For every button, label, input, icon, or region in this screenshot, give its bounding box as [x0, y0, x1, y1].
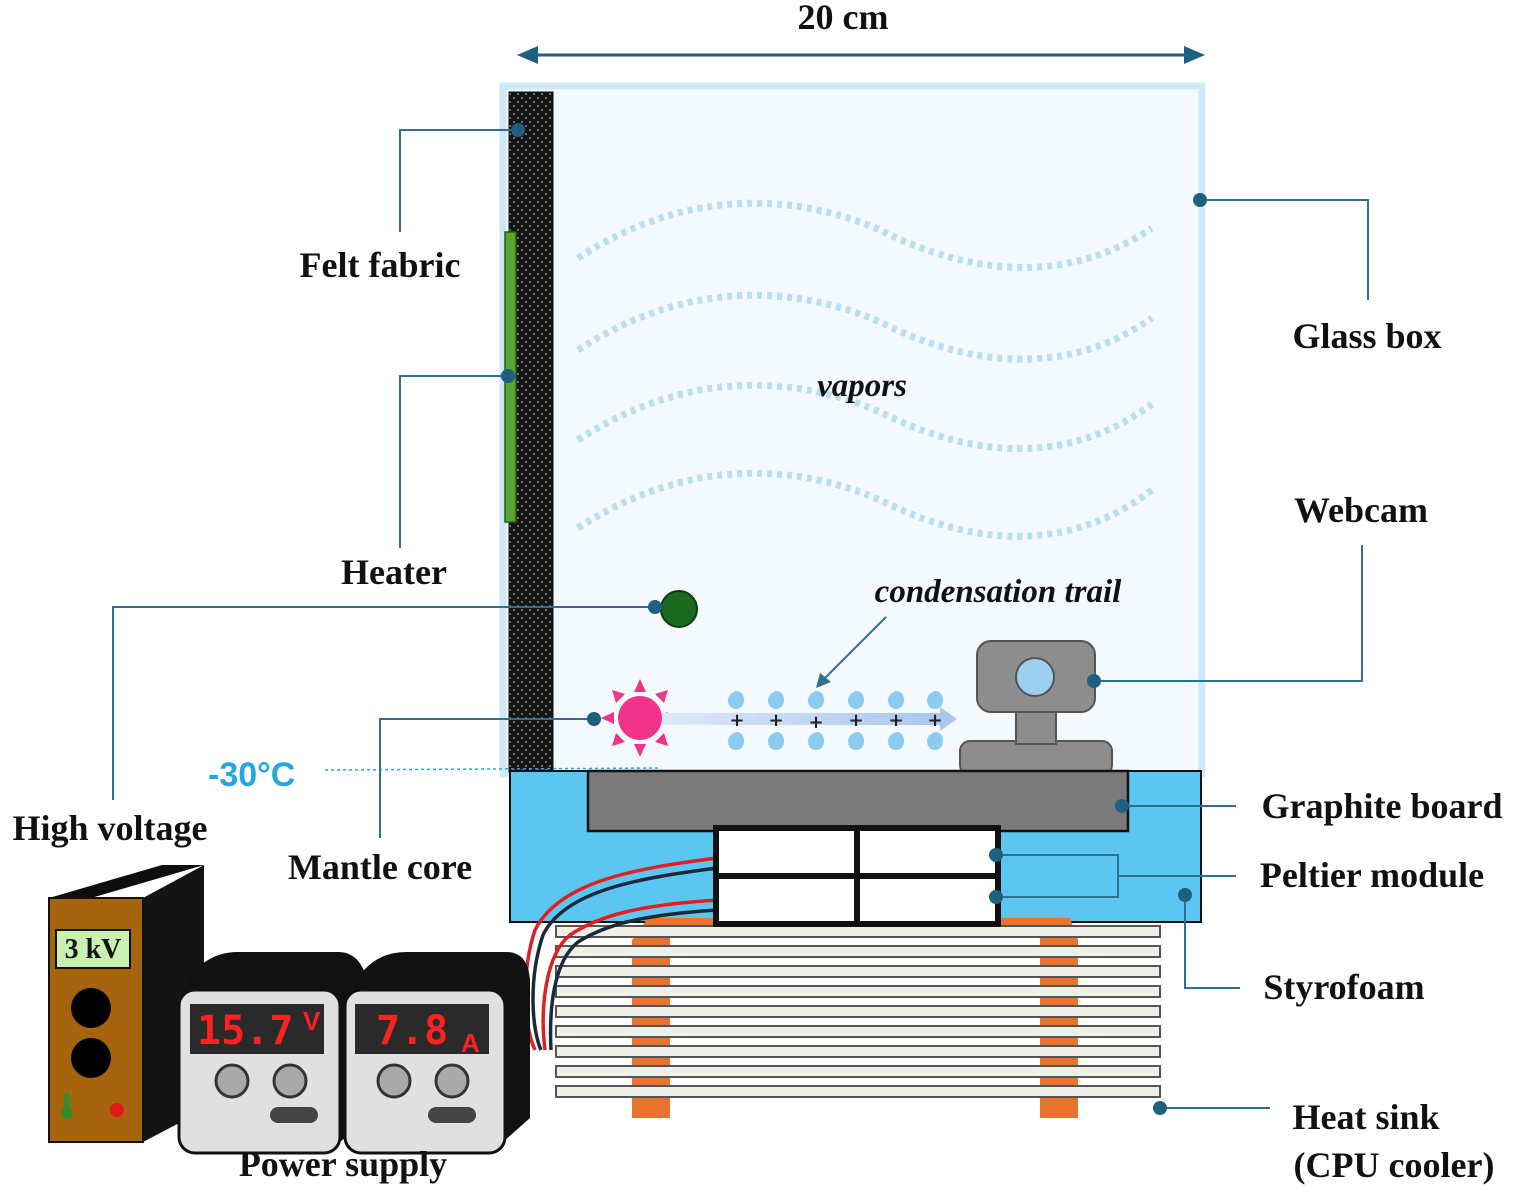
vapors-label: vapors	[817, 368, 907, 404]
glass-box	[499, 82, 1206, 778]
mantle-core-label: Mantle core	[288, 847, 472, 887]
hv-knob-bottom[interactable]	[71, 1038, 111, 1078]
hv-knob-top[interactable]	[71, 988, 111, 1028]
current-knob-left[interactable]	[376, 1063, 412, 1099]
width-dimension: 20 cm	[517, 0, 1205, 64]
power-supply-voltage: 15.7 V	[177, 952, 368, 1155]
temperature-label: -30°C	[208, 756, 295, 794]
condensation-trail: + + + + + +	[662, 691, 957, 750]
svg-text:+: +	[729, 710, 744, 731]
heater-label: Heater	[341, 552, 447, 592]
high-voltage-label: High voltage	[13, 808, 208, 848]
high-voltage-supply: 3 kV	[48, 865, 204, 1143]
svg-text:+: +	[768, 710, 783, 731]
voltage-switch[interactable]	[270, 1107, 318, 1123]
hv-display: 3 kV	[65, 934, 122, 965]
voltage-knob-left[interactable]	[214, 1063, 250, 1099]
power-supply-current: 7.8 A	[343, 952, 530, 1155]
current-readout: 7.8	[376, 1008, 448, 1054]
hv-indicator-light	[110, 1103, 124, 1117]
voltage-readout: 15.7	[197, 1008, 293, 1054]
graphite-board-label: Graphite board	[1261, 786, 1502, 826]
heat-sink-label: Heat sink	[1292, 1097, 1439, 1137]
graphite-board	[586, 769, 1130, 833]
svg-text:+: +	[888, 710, 903, 731]
peltier-module	[713, 825, 1001, 927]
glass-box-label: Glass box	[1292, 316, 1441, 356]
peltier-module-label: Peltier module	[1260, 855, 1484, 895]
svg-text:+: +	[848, 710, 863, 731]
svg-text:+: +	[927, 710, 942, 731]
vapor-waves	[576, 199, 1155, 540]
current-knob-right[interactable]	[434, 1063, 470, 1099]
voltage-unit: V	[303, 1006, 321, 1036]
dimension-label: 20 cm	[798, 0, 889, 37]
leader-dots	[501, 123, 1207, 1115]
voltage-knob-right[interactable]	[272, 1063, 308, 1099]
power-supply-label: Power supply	[239, 1144, 447, 1184]
current-switch[interactable]	[428, 1107, 476, 1123]
heat-sink-sub-label: (CPU cooler)	[1294, 1145, 1495, 1185]
current-unit: A	[461, 1028, 480, 1058]
webcam	[959, 640, 1113, 776]
thermometer-icon	[61, 1093, 73, 1119]
svg-text:+: +	[808, 712, 823, 733]
leader-lines	[112, 129, 1369, 1109]
felt-fabric-label: Felt fabric	[300, 245, 461, 285]
styrofoam-label: Styrofoam	[1263, 967, 1424, 1007]
webcam-label: Webcam	[1294, 490, 1428, 530]
high-voltage-electrode	[660, 590, 698, 628]
condensation-trail-label: condensation trail	[875, 574, 1122, 610]
heat-sink	[555, 918, 1161, 1118]
